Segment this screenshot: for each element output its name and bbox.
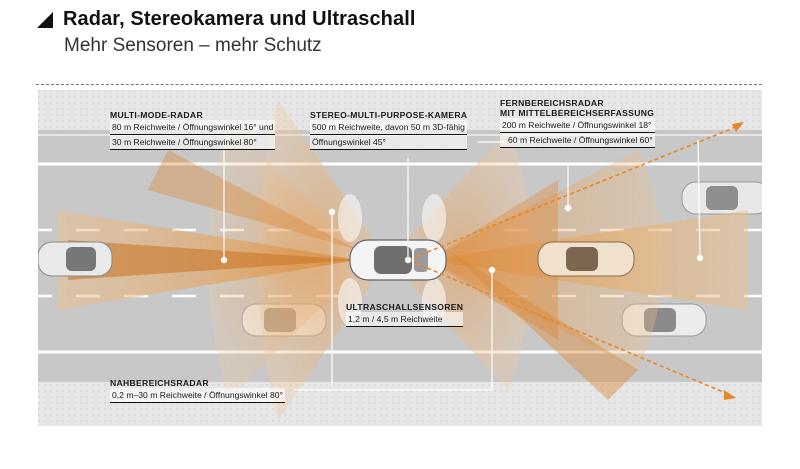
ultraschall-line1: 1,2 m / 4,5 m Reichweite [346, 312, 464, 327]
nahbereich-line1: 0,2 m–30 m Reichweite / Öffnungswinkel 8… [110, 388, 285, 403]
multimode-radar-line1: 80 m Reichweite / Öffnungswinkel 16° und [110, 120, 276, 135]
label-nahbereichsradar: NAHBEREICHSRADAR 0,2 m–30 m Reichweite /… [110, 378, 285, 403]
ultraschall-title: ULTRASCHALLSENSOREN [346, 302, 464, 312]
car-left-behind [38, 241, 113, 277]
fernbereich-line2: 60 m Reichweite / Öffnungswinkel 60° [500, 133, 655, 148]
label-multimode-radar: MULTI-MODE-RADAR 80 m Reichweite / Öffnu… [110, 110, 276, 150]
camera-range-arrows [407, 125, 739, 395]
stereo-camera-line2: Öffnungswinkel 45° [310, 135, 468, 150]
stereo-camera-line1: 500 m Reichweite, davon 50 m 3D-fähig [310, 120, 468, 135]
nahbereich-title: NAHBEREICHSRADAR [110, 378, 209, 388]
fernbereich-title2: MIT MITTELBEREICHSERFASSUNG [500, 108, 655, 118]
triangle-marker-icon [37, 11, 53, 28]
fernbereich-line1: 200 m Reichweite / Öffnungswinkel 18° [500, 118, 655, 133]
car-front-ahead [537, 241, 635, 277]
label-ultraschallsensoren: ULTRASCHALLSENSOREN 1,2 m / 4,5 m Reichw… [346, 302, 464, 327]
page-subtitle: Mehr Sensoren – mehr Schutz [64, 35, 322, 56]
sensor-diagram: MULTI-MODE-RADAR 80 m Reichweite / Öffnu… [38, 90, 762, 426]
header: Radar, Stereokamera und Ultraschall Mehr… [36, 8, 416, 57]
car-right-top [681, 181, 762, 215]
label-fernbereichsradar: FERNBEREICHSRADAR MIT MITTELBEREICHSERFA… [500, 98, 655, 148]
stereo-camera-title: STEREO-MULTI-PURPOSE-KAMERA [310, 110, 468, 120]
arrow-head-top [732, 122, 744, 132]
page-title: Radar, Stereokamera und Ultraschall [63, 8, 416, 30]
ego-car [349, 239, 447, 281]
multimode-radar-line2: 30 m Reichweite / Öffnungswinkel 80° [110, 135, 276, 150]
fernbereich-title1: FERNBEREICHSRADAR [500, 98, 604, 108]
arrow-head-bottom [724, 390, 736, 400]
header-divider [36, 84, 762, 85]
multimode-radar-title: MULTI-MODE-RADAR [110, 110, 203, 120]
label-stereo-camera: STEREO-MULTI-PURPOSE-KAMERA 500 m Reichw… [310, 110, 468, 150]
leader-lines [223, 138, 701, 391]
anchor-dots [220, 204, 704, 274]
sensor-coverage-graphic [38, 90, 762, 426]
